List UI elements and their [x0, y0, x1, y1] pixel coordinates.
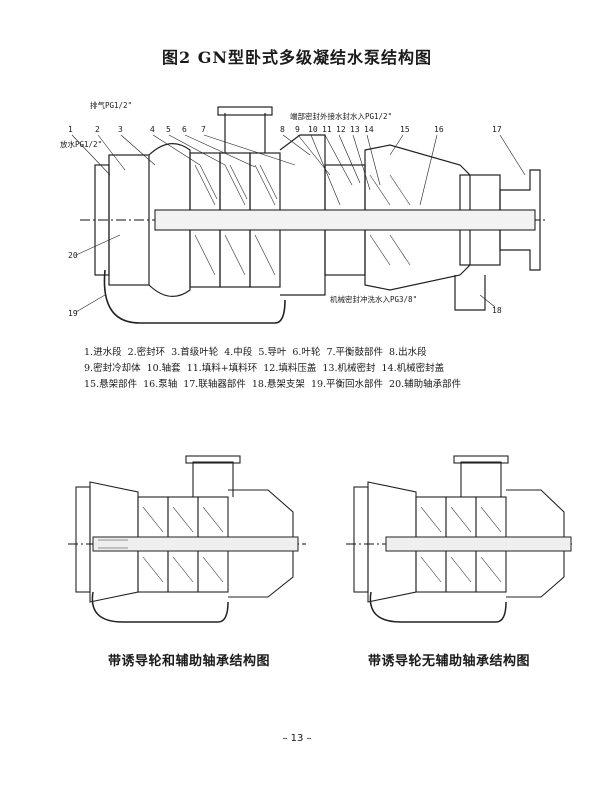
callout-4: 4	[150, 125, 155, 134]
callout-1: 1	[68, 125, 73, 134]
callout-14: 14	[364, 125, 374, 134]
legend-item: 16.泵轴	[143, 379, 178, 390]
legend-item: 1.进水段	[84, 347, 122, 358]
callout-11: 11	[322, 125, 332, 134]
callout-10: 10	[308, 125, 318, 134]
legend-row: 9.密封冷却体 10.轴套 11.填料+填料环 12.填料压盖 13.机械密封 …	[84, 361, 544, 377]
callout-17: 17	[492, 125, 502, 134]
legend-item: 17.联轴器部件	[183, 379, 246, 390]
callout-18: 18	[492, 306, 502, 315]
legend-row: 15.悬架部件 16.泵轴 17.联轴器部件 18.悬架支架 19.平衡回水部件…	[84, 377, 544, 393]
legend-item: 11.填料+填料环	[186, 363, 258, 374]
callout-2: 2	[95, 125, 100, 134]
callout-6: 6	[182, 125, 187, 134]
callout-16: 16	[434, 125, 444, 134]
callout-13: 13	[350, 125, 360, 134]
callout-5: 5	[166, 125, 171, 134]
legend-item: 8.出水段	[389, 347, 427, 358]
callout-12: 12	[336, 125, 346, 134]
legend-item: 9.密封冷却体	[84, 363, 141, 374]
note-vent: 排气PG1/2"	[90, 100, 132, 110]
note-seal-water-in: 端部密封外接水封水入PG1/2"	[290, 111, 392, 121]
legend-item: 3.首级叶轮	[171, 347, 219, 358]
callout-19: 19	[68, 309, 78, 318]
legend-item: 19.平衡回水部件	[310, 379, 384, 390]
note-mech-seal-flush: 机械密封冲洗水入PG3/8"	[330, 294, 417, 304]
callout-3: 3	[118, 125, 123, 134]
callout-7: 7	[201, 125, 206, 134]
legend-row: 1.进水段 2.密封环 3.首级叶轮 4.中段 5.导叶 6.叶轮 7.平衡鼓部…	[84, 345, 544, 361]
legend-item: 5.导叶	[258, 347, 287, 358]
legend-item: 2.密封环	[127, 347, 166, 358]
legend-item: 15.悬架部件	[84, 379, 138, 390]
callout-20: 20	[68, 251, 78, 260]
caption-right: 带诱导轮无辅助轴承结构图	[368, 654, 531, 669]
legend-item: 14.机械密封盖	[381, 363, 445, 374]
callout-8: 8	[280, 125, 285, 134]
legend-item: 18.悬架支架	[251, 379, 305, 390]
legend-item: 13.机械密封	[322, 363, 376, 374]
legend-item: 4.中段	[224, 347, 253, 358]
inducer-with-aux-bearing-drawing	[68, 455, 306, 623]
note-drain: 放水PG1/2"	[60, 139, 102, 149]
legend-item: 12.填料压盖	[263, 363, 317, 374]
callout-15: 15	[400, 125, 410, 134]
legend-item: 7.平衡鼓部件	[326, 347, 384, 358]
legend-item: 6.叶轮	[292, 347, 321, 358]
callout-9: 9	[295, 125, 300, 134]
legend-item: 10.轴套	[146, 363, 181, 374]
main-pump-drawing: 1 2 3 4 5 6 7 8 9 10 11 12 13 14 15 16 1…	[60, 100, 545, 324]
legend-item: 20.辅助轴承部件	[389, 379, 462, 390]
parts-legend: 1.进水段 2.密封环 3.首级叶轮 4.中段 5.导叶 6.叶轮 7.平衡鼓部…	[84, 345, 544, 393]
caption-left: 带诱导轮和辅助轴承结构图	[108, 654, 271, 669]
page-title: 图2 GN型卧式多级凝结水泵结构图	[162, 48, 432, 67]
inducer-without-aux-bearing-drawing	[346, 455, 574, 623]
page-number: – 13 –	[282, 733, 312, 744]
